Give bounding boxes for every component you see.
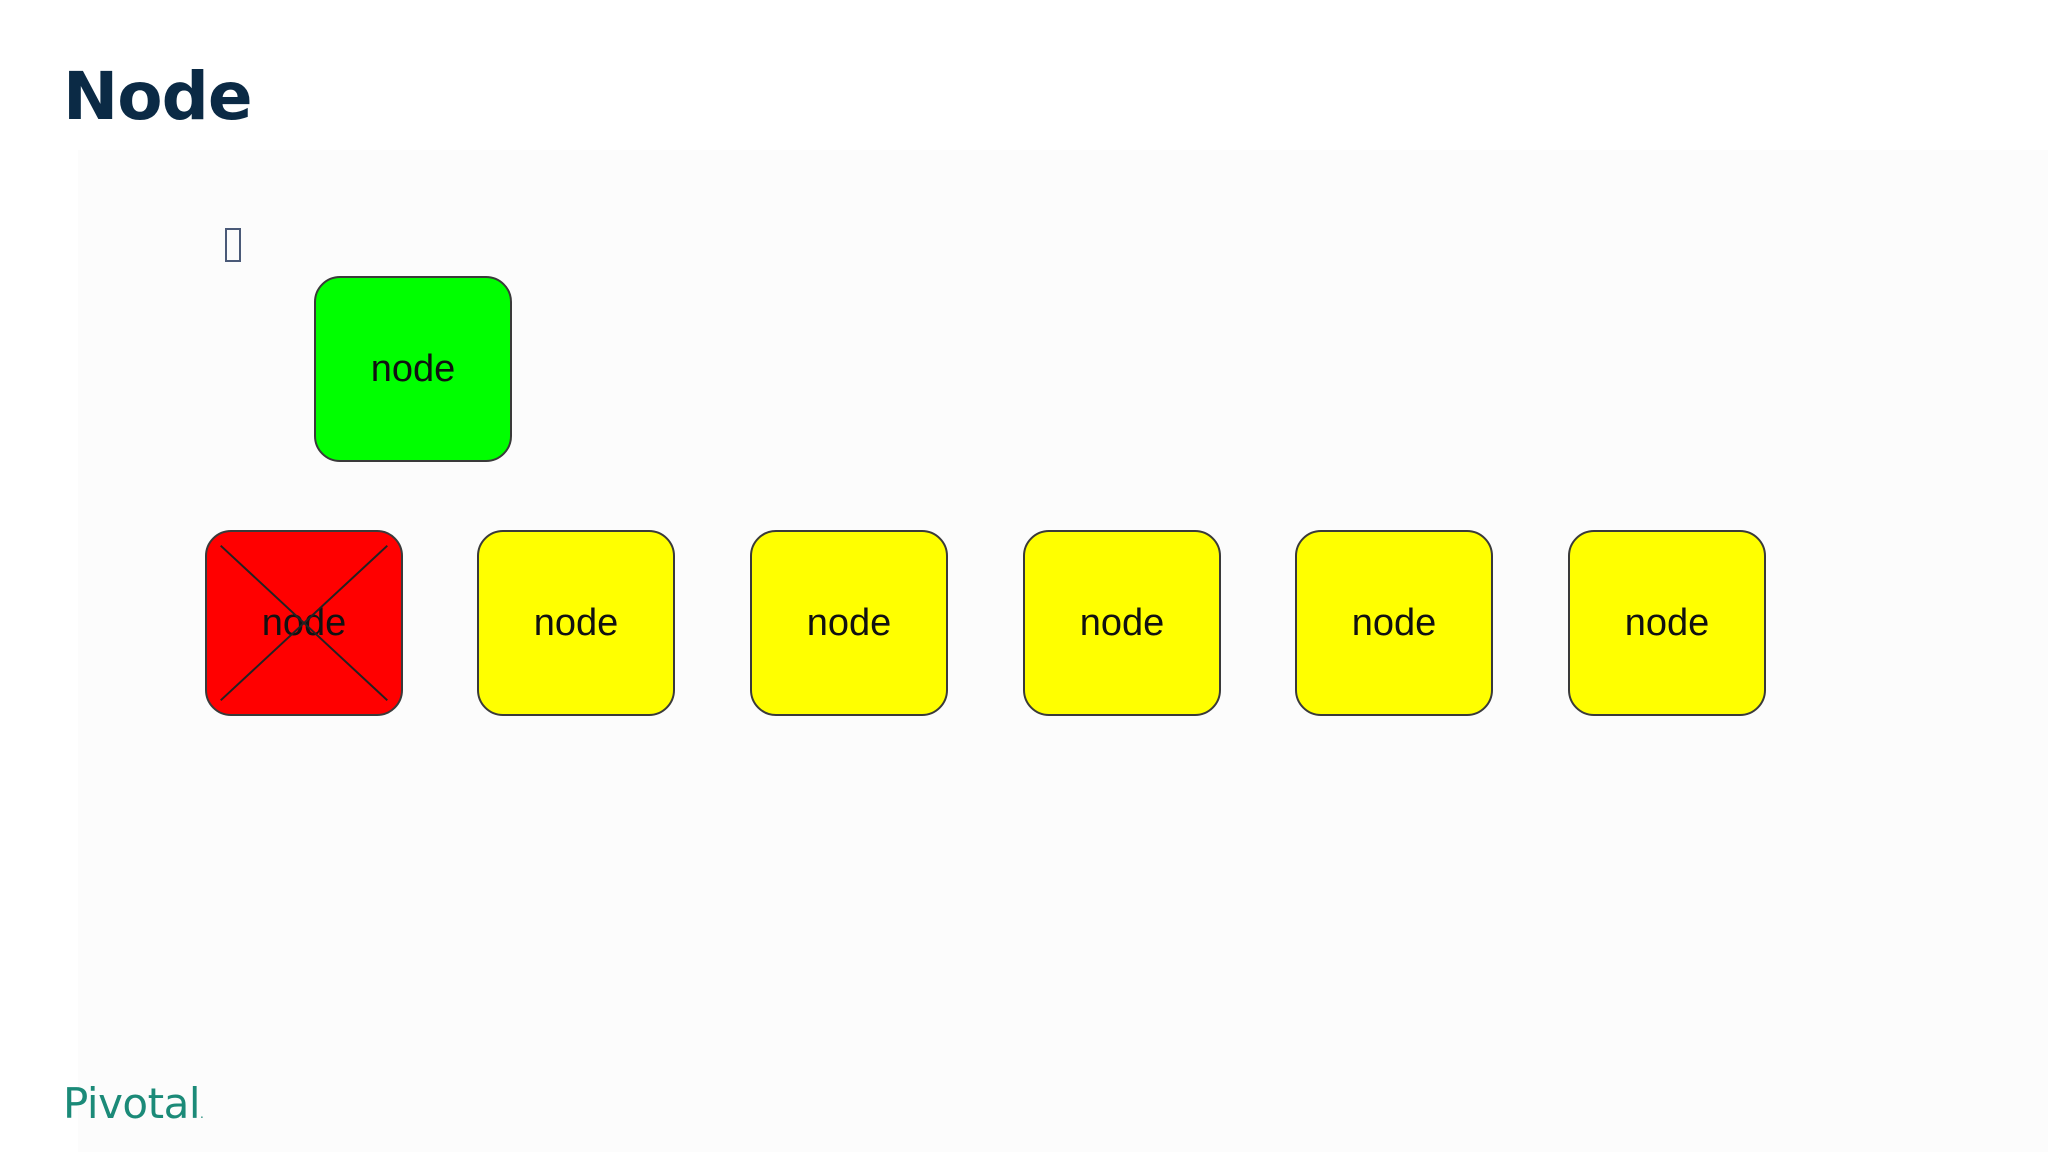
node-label: node — [370, 347, 456, 390]
logo-text: Pivotal — [63, 1079, 201, 1128]
node-label: node — [1351, 601, 1437, 644]
node-label: node — [1624, 601, 1710, 644]
worker-node: node — [477, 530, 675, 716]
failed-node: node — [205, 530, 403, 716]
worker-node: node — [1295, 530, 1493, 716]
logo-mark: . — [200, 1107, 204, 1121]
node-label: node — [806, 601, 892, 644]
bullet-box-icon — [225, 228, 241, 262]
master-node: node — [314, 276, 512, 462]
node-label: node — [533, 601, 619, 644]
worker-node: node — [1568, 530, 1766, 716]
worker-node: node — [1023, 530, 1221, 716]
cross-x-icon — [220, 544, 388, 702]
worker-node: node — [750, 530, 948, 716]
node-label: node — [1079, 601, 1165, 644]
slide-title: Node — [63, 58, 253, 135]
pivotal-logo: Pivotal. — [63, 1074, 204, 1144]
